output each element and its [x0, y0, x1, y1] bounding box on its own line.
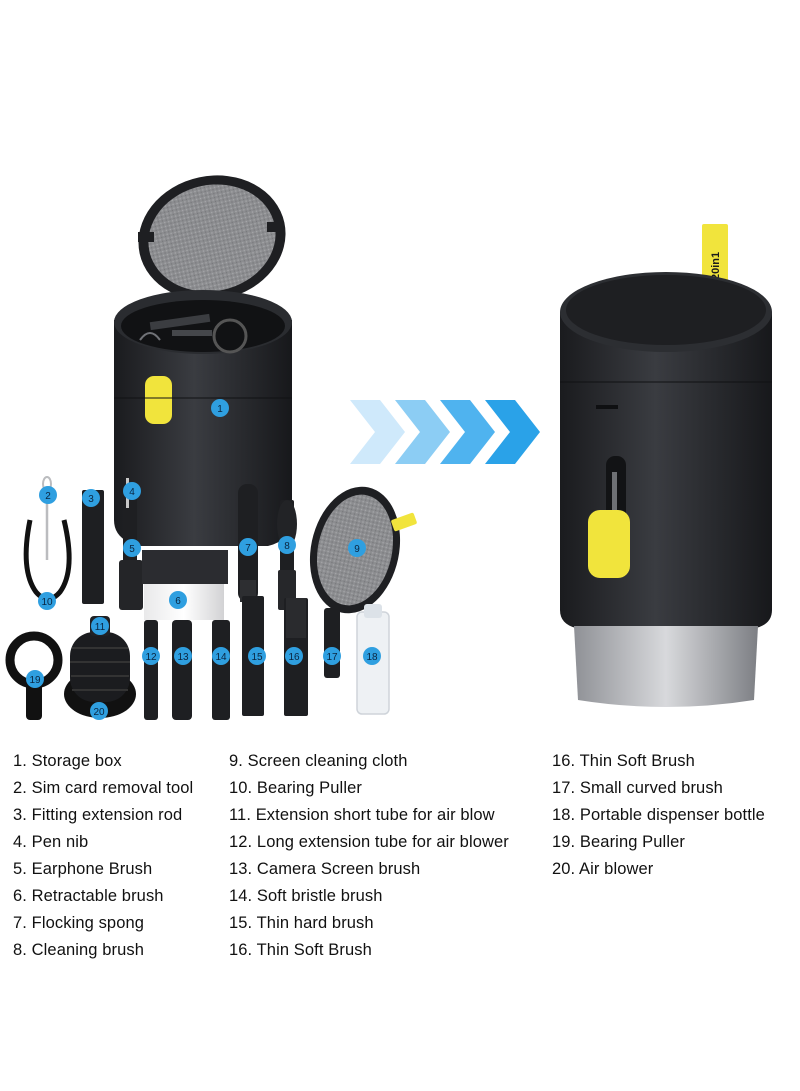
callout-3: 3	[82, 489, 100, 507]
svg-text:9: 9	[354, 544, 360, 555]
svg-text:20in1: 20in1	[710, 252, 722, 280]
legend-item: 2. Sim card removal tool	[13, 779, 194, 797]
legend-item: 6. Retractable brush	[13, 887, 164, 905]
svg-text:7: 7	[245, 543, 251, 554]
closed-storage-box: 20in1	[560, 224, 772, 707]
legend-item: 16. Thin Soft Brush	[229, 941, 372, 959]
svg-text:12: 12	[145, 652, 157, 663]
legend-item: 8. Cleaning brush	[13, 941, 145, 959]
callout-12: 12	[142, 647, 160, 665]
callout-8: 8	[278, 536, 296, 554]
callout-1: 1	[211, 399, 229, 417]
svg-text:4: 4	[129, 487, 135, 498]
legend-item: 18. Portable dispenser bottle	[552, 806, 765, 824]
legend-column-1: 1. Storage box 2. Sim card removal tool …	[13, 748, 193, 964]
svg-text:20: 20	[93, 707, 105, 718]
svg-text:6: 6	[175, 596, 181, 607]
callout-5: 5	[123, 539, 141, 557]
svg-text:16: 16	[288, 652, 300, 663]
legend-item: 20. Air blower	[552, 860, 654, 878]
legend-item: 19. Bearing Puller	[552, 833, 685, 851]
callout-2: 2	[39, 486, 57, 504]
callout-6: 6	[169, 591, 187, 609]
callout-20: 20	[90, 702, 108, 720]
callout-14: 14	[212, 647, 230, 665]
callout-17: 17	[323, 647, 341, 665]
legend-item: 17. Small curved brush	[552, 779, 723, 797]
air-blower	[70, 632, 130, 702]
svg-text:5: 5	[129, 544, 135, 555]
legend-item: 3. Fitting extension rod	[13, 806, 183, 824]
legend-item: 13. Camera Screen brush	[229, 860, 421, 878]
legend-item: 14. Soft bristle brush	[229, 887, 383, 905]
callout-10: 10	[38, 592, 56, 610]
svg-text:11: 11	[95, 622, 106, 633]
legend-column-3: 16. Thin Soft Brush 17. Small curved bru…	[552, 748, 765, 883]
legend-item: 1. Storage box	[13, 752, 122, 770]
legend-item: 9. Screen cleaning cloth	[229, 752, 408, 770]
legend-item: 11. Extension short tube for air blow	[229, 806, 495, 824]
lid-cloth	[148, 184, 276, 292]
svg-text:18: 18	[366, 652, 378, 663]
svg-text:13: 13	[177, 652, 189, 663]
svg-text:10: 10	[41, 597, 53, 608]
callout-16: 16	[285, 647, 303, 665]
closed-bristles	[574, 626, 758, 707]
callouts: 1 2 3 4 5 6 7 8 9 10 11 12 13 14 15 16 1…	[26, 399, 381, 720]
callout-19: 19	[26, 670, 44, 688]
svg-text:8: 8	[284, 541, 290, 552]
closed-yellow-slider	[588, 510, 630, 578]
legend-item: 5. Earphone Brush	[13, 860, 153, 878]
legend-item: 7. Flocking spong	[13, 914, 145, 932]
product-illustration: 1 2 3 4 5 6 7 8 9 10 11 12 13 14 15 16 1…	[5, 175, 772, 720]
svg-text:17: 17	[326, 652, 338, 663]
svg-text:2: 2	[45, 491, 51, 502]
cleaning-brush-head	[277, 500, 297, 548]
svg-text:15: 15	[251, 652, 263, 663]
svg-text:3: 3	[88, 494, 94, 505]
legend-column-2: 9. Screen cleaning cloth 10. Bearing Pul…	[229, 748, 509, 964]
yellow-slider	[145, 376, 172, 424]
legend-item: 10. Bearing Puller	[229, 779, 362, 797]
callout-13: 13	[174, 647, 192, 665]
callout-9: 9	[348, 539, 366, 557]
callout-11: 11	[91, 617, 109, 635]
chevron-arrows-icon	[350, 400, 540, 464]
svg-text:1: 1	[217, 404, 223, 415]
svg-text:14: 14	[215, 652, 227, 663]
callout-4: 4	[123, 482, 141, 500]
svg-text:19: 19	[29, 675, 41, 686]
open-storage-box	[114, 175, 292, 546]
callout-15: 15	[248, 647, 266, 665]
legend-item: 15. Thin hard brush	[229, 914, 374, 932]
legend-item: 12. Long extension tube for air blower	[229, 833, 509, 851]
extension-rod	[82, 490, 104, 604]
callout-18: 18	[363, 647, 381, 665]
legend-item: 4. Pen nib	[13, 833, 89, 851]
callout-7: 7	[239, 538, 257, 556]
legend-item: 16. Thin Soft Brush	[552, 752, 695, 770]
